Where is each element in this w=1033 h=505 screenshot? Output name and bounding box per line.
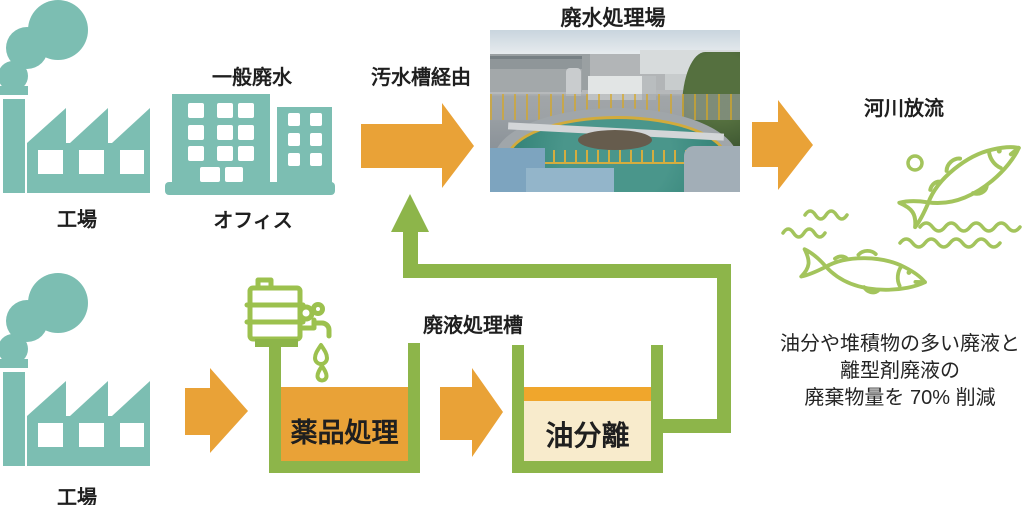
factory-bottom-label: 工場 <box>57 487 97 505</box>
flow-arrow-icon <box>752 100 813 190</box>
office-windows <box>188 103 322 182</box>
general-wastewater-label: 一般廃水 <box>212 67 292 89</box>
water-waves-icon <box>918 221 1022 233</box>
treatment-plant-photo <box>490 30 740 192</box>
recycle-pipe-top <box>403 264 731 278</box>
caption-line-3: 廃棄物量を 70% 削減 <box>804 387 996 409</box>
tank1-right-wall <box>408 343 420 473</box>
chemical-treatment-box <box>281 387 408 461</box>
recycle-pipe-outlet <box>663 419 731 433</box>
photo-yellow-railing <box>498 150 736 164</box>
waste-liquid-tank-label: 廃液処理槽 <box>423 315 523 337</box>
tank2-left-wall <box>512 345 524 473</box>
recycle-pipe-stem <box>403 230 418 270</box>
factory-top-label: 工場 <box>57 209 97 231</box>
bubble-icon <box>906 154 924 172</box>
factory-icon <box>0 273 150 466</box>
photo-right-pipes <box>684 146 740 192</box>
droplet-icons <box>313 343 329 383</box>
tank1-bottom <box>269 461 420 473</box>
office-building-icon <box>165 94 335 195</box>
photo-center-mechanism <box>578 130 652 150</box>
flow-arrow-icon <box>185 368 248 453</box>
photo-silver-tank <box>566 68 581 96</box>
chemical-treatment-label: 薬品処理 <box>290 418 399 448</box>
oil-separation-box <box>524 401 651 461</box>
oil-separation-label: 油分離 <box>545 420 630 451</box>
oil-layer-strip <box>524 387 651 401</box>
chemical-drum-faucet-icon <box>244 277 332 383</box>
photo-blue-structure-2 <box>526 168 614 192</box>
treatment-plant-title: 廃水処理場 <box>560 7 666 30</box>
tank2-bottom <box>512 461 663 473</box>
via-sewage-tank-label: 汚水槽経由 <box>371 67 471 89</box>
water-waves-icon <box>803 209 849 221</box>
fish-icon-jumping <box>893 125 1031 236</box>
river-discharge-label: 河川放流 <box>864 98 944 120</box>
office-label: オフィス <box>213 210 293 232</box>
water-waves-icon <box>898 237 1002 249</box>
factory-windows <box>38 150 144 174</box>
fish-icon-swimming <box>798 241 930 301</box>
caption-line-1: 油分や堆積物の多い廃液と <box>780 333 1020 355</box>
tank1-ledge <box>255 339 298 347</box>
recycle-arrow-up-icon <box>391 194 429 232</box>
caption-line-2: 離型剤廃液の <box>840 360 960 382</box>
recycle-pipe-vertical <box>717 264 731 433</box>
factory-icon <box>0 0 150 193</box>
water-waves-icon <box>781 227 827 239</box>
flow-arrow-icon <box>440 368 503 457</box>
factory-windows <box>38 423 144 447</box>
reduction-caption: 油分や堆積物の多い廃液と 離型剤廃液の 廃棄物量を 70% 削減 <box>762 331 1033 412</box>
fish-and-waves-illustration <box>781 125 1031 301</box>
flow-arrow-icon <box>361 103 474 188</box>
tank2-right-wall <box>651 345 663 473</box>
tank1-left-wall <box>269 347 281 473</box>
